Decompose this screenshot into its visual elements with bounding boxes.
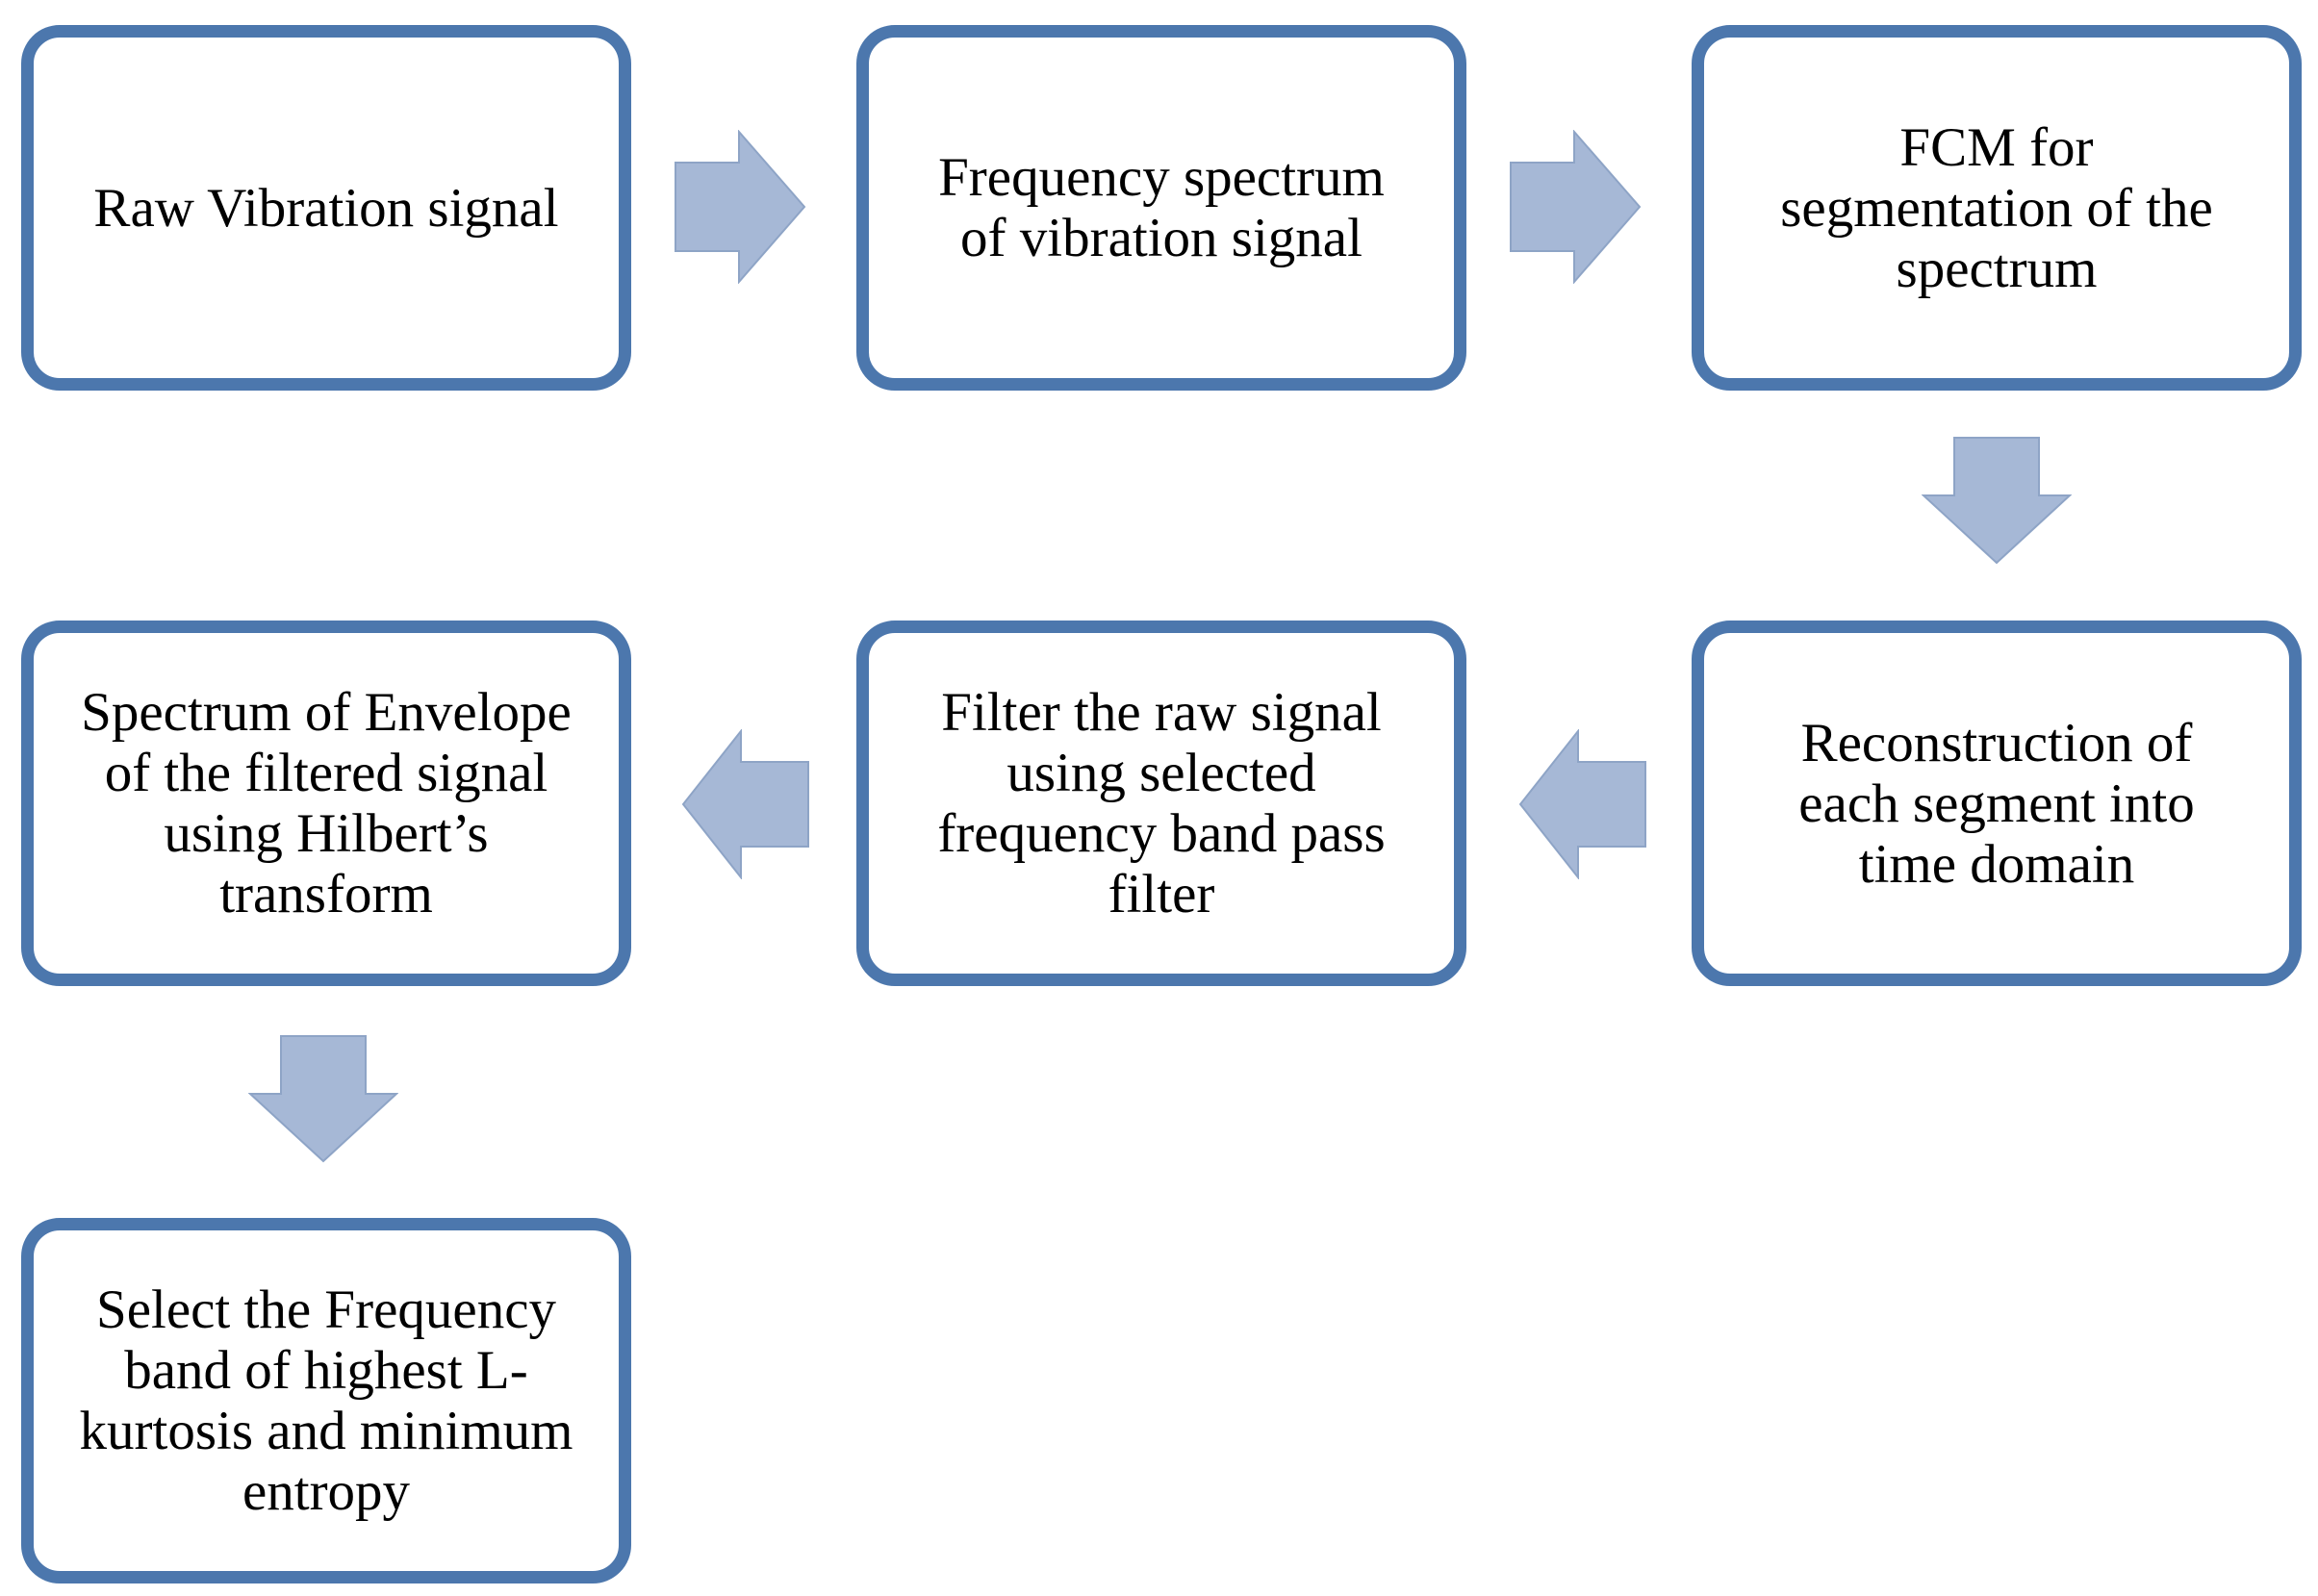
step-box-envelope-spectrum: Spectrum of Envelope of the filtered sig… bbox=[21, 621, 631, 986]
step-box-select-frequency-band: Select the Frequency band of highest L- … bbox=[21, 1218, 631, 1583]
step-label: Select the Frequency band of highest L- … bbox=[79, 1279, 573, 1522]
step-label: Spectrum of Envelope of the filtered sig… bbox=[81, 682, 572, 925]
arrow-left-icon bbox=[681, 729, 809, 879]
step-label: Filter the raw signal using selected fre… bbox=[937, 682, 1386, 925]
step-box-fcm-segmentation: FCM for segmentation of the spectrum bbox=[1692, 25, 2302, 391]
step-label: Reconstruction of each segment into time… bbox=[1798, 712, 2195, 895]
step-box-reconstruction: Reconstruction of each segment into time… bbox=[1692, 621, 2302, 986]
step-label: FCM for segmentation of the spectrum bbox=[1780, 116, 2213, 299]
step-box-raw-vibration-signal: Raw Vibration signal bbox=[21, 25, 631, 391]
step-box-frequency-spectrum: Frequency spectrum of vibration signal bbox=[856, 25, 1466, 391]
arrow-left-icon bbox=[1518, 729, 1646, 879]
arrow-right-icon bbox=[1510, 130, 1642, 284]
step-box-filter-raw-signal: Filter the raw signal using selected fre… bbox=[856, 621, 1466, 986]
arrow-down-icon bbox=[248, 1035, 398, 1163]
arrow-down-icon bbox=[1922, 437, 2072, 565]
arrow-right-icon bbox=[675, 130, 806, 284]
step-label: Frequency spectrum of vibration signal bbox=[938, 147, 1385, 268]
step-label: Raw Vibration signal bbox=[93, 177, 559, 239]
